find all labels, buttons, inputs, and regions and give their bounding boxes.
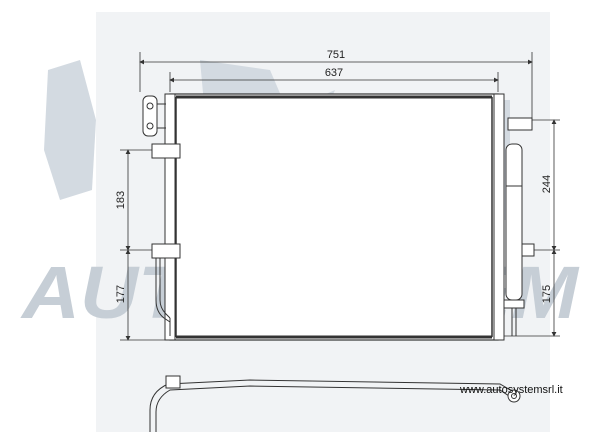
right-lower-height-label: 175 <box>541 285 553 303</box>
overall-width-label: 751 <box>327 49 345 61</box>
website-url: www.autosystemsrl.it <box>459 384 563 396</box>
bottom-pipe <box>149 375 521 432</box>
left-upper-height-label: 183 <box>115 191 127 209</box>
left-header <box>142 93 181 341</box>
right-header <box>493 93 535 341</box>
condenser-core <box>169 93 499 341</box>
right-upper-height-label: 244 <box>541 175 553 193</box>
core-width-label: 637 <box>325 67 343 79</box>
left-lower-height-label: 177 <box>115 285 127 303</box>
top-dimensions <box>139 52 533 120</box>
receiver-drier <box>503 143 525 336</box>
